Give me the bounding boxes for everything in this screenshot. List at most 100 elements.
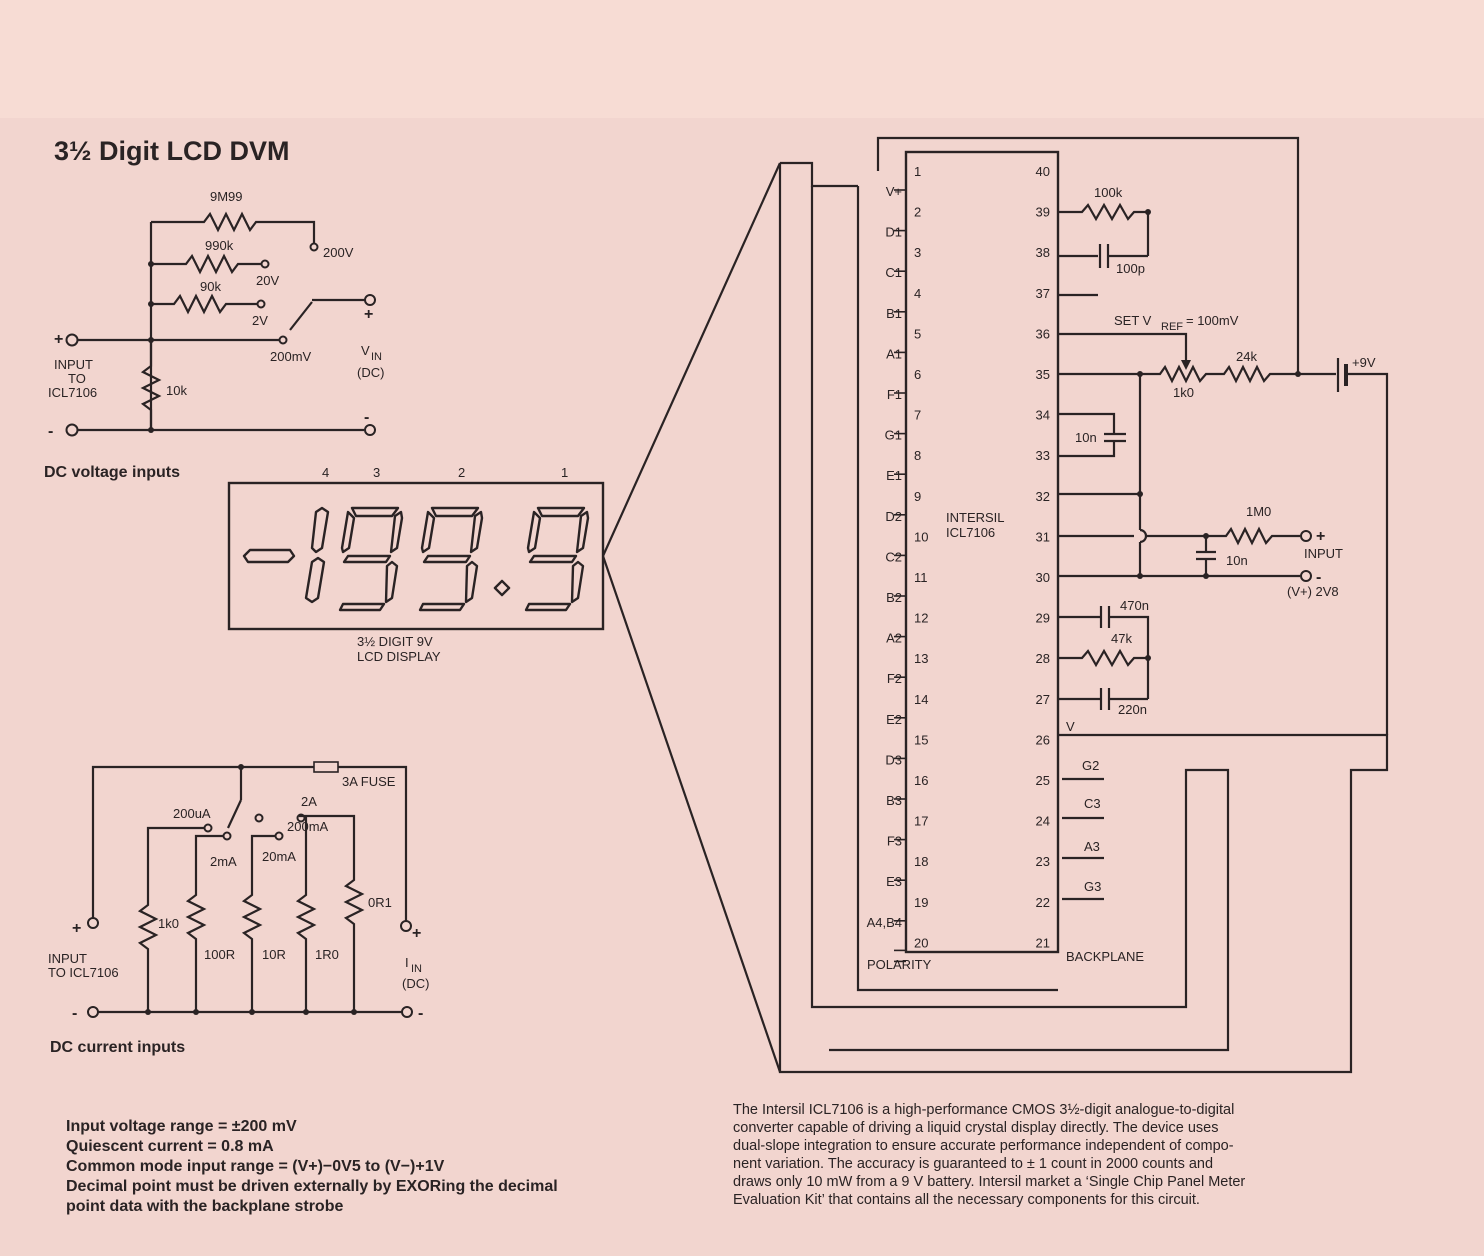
polarity-label: POLARITY	[867, 957, 932, 972]
pin-label-left: A4,B4	[867, 915, 902, 930]
pin-number-right: 26	[1036, 732, 1050, 747]
v-minus-label: V	[1066, 719, 1075, 734]
pin-number-right: 35	[1036, 367, 1050, 382]
diagram-title: 3½ Digit LCD DVM	[54, 136, 290, 166]
fuse-label: 3A FUSE	[342, 774, 396, 789]
current-input-label-2: TO ICL7106	[48, 965, 119, 980]
range-200ua-label: 200uA	[173, 806, 211, 821]
range-200v-label: 200V	[323, 245, 354, 260]
pin-number-right: 33	[1036, 448, 1050, 463]
pin-number-left: 11	[914, 570, 928, 585]
current-input-plus: +	[72, 920, 81, 937]
resistor-10k-label: 10k	[166, 383, 187, 398]
spec-line: Input voltage range = ±200 mV	[66, 1118, 297, 1135]
current-inputs-caption: DC current inputs	[50, 1039, 185, 1056]
backplane-label: BACKPLANE	[1066, 949, 1144, 964]
seg-label-g3: G3	[1084, 879, 1101, 894]
shunt-100r-label: 100R	[204, 947, 235, 962]
current-shunts: 3A FUSE 200uA 2mA 20mA 200mA 2A 1k0 100R…	[48, 761, 429, 1056]
range-20ma-label: 20mA	[262, 849, 296, 864]
r-ref-label: 24k	[1236, 349, 1257, 364]
shunt-1r0-label: 1R0	[315, 947, 339, 962]
lcd-display: 4 3 2 1	[227, 162, 782, 1073]
pin-number-left: 4	[914, 286, 921, 301]
description-line: The Intersil ICL7106 is a high-performan…	[733, 1102, 1235, 1118]
r-osc-label: 100k	[1094, 185, 1123, 200]
vin-minus-sign: -	[364, 409, 369, 426]
chip-name-line-1: INTERSIL	[946, 510, 1005, 525]
shunt-0r1-label: 0R1	[368, 895, 392, 910]
description-line: Evaluation Kit’ that contains all the ne…	[733, 1192, 1200, 1208]
pin-number-left: 10	[914, 529, 928, 544]
pin-number-right: 34	[1036, 408, 1050, 423]
seg-label-a3: A3	[1084, 839, 1100, 854]
current-input-label-1: INPUT	[48, 951, 87, 966]
pin-number-left: 5	[914, 326, 921, 341]
pin-number-left: 17	[914, 814, 928, 829]
pin-number-left: 19	[914, 895, 928, 910]
specifications: Input voltage range = ±200 mV Quiescent …	[66, 1117, 706, 1217]
vin-subscript: IN	[371, 351, 382, 363]
seg-label-c3: C3	[1084, 796, 1101, 811]
external-components: 100k 100p SET V REF = 100mV 1k0 24k +9V	[1058, 185, 1389, 735]
pin-label-left: E1	[886, 468, 902, 483]
set-vref-value: = 100mV	[1186, 313, 1239, 328]
input-plus-right: +	[1316, 528, 1325, 545]
input-label-right: INPUT	[1304, 546, 1343, 561]
iin-dc-label: (DC)	[402, 976, 429, 991]
spec-line: point data with the backplane strobe	[66, 1198, 344, 1215]
pin-number-left: 9	[914, 489, 921, 504]
pin-number-right: 37	[1036, 286, 1050, 301]
c-az-label: 470n	[1120, 598, 1149, 613]
pin-label-left: V+	[886, 184, 902, 199]
iin-plus: +	[412, 925, 421, 942]
pin-label-left: F1	[887, 387, 902, 402]
pin-label-left: G1	[885, 428, 902, 443]
shunt-10r-label: 10R	[262, 947, 286, 962]
r-in-label: 1M0	[1246, 504, 1271, 519]
pin-label-left: D1	[885, 225, 902, 240]
pot-label: 1k0	[1173, 385, 1194, 400]
pin-number-right: 31	[1036, 529, 1050, 544]
pin-number-left: 13	[914, 651, 928, 666]
description-line: converter capable of driving a liquid cr…	[733, 1120, 1219, 1136]
pin-number-left: 14	[914, 692, 928, 707]
pin-label-left: A2	[886, 631, 902, 646]
lcd-decimal-point	[493, 579, 511, 597]
iin-subscript: IN	[411, 963, 422, 975]
current-input-minus: -	[72, 1005, 77, 1022]
description-line: nent variation. The accuracy is guarante…	[733, 1156, 1214, 1172]
pin-label-left: B2	[886, 590, 902, 605]
description-line: dual-slope integration to ensure accurat…	[733, 1138, 1234, 1154]
input-minus-sign: -	[48, 423, 53, 440]
pin-number-left: 8	[914, 448, 921, 463]
description-line: draws only 10 mW from a 9 V battery. Int…	[733, 1174, 1246, 1190]
pin-number-left: 15	[914, 732, 928, 747]
voltage-inputs-caption: DC voltage inputs	[44, 464, 180, 481]
range-200ma-label: 200mA	[287, 819, 329, 834]
spec-line: Common mode input range = (V+)−0V5 to (V…	[66, 1158, 445, 1175]
iin-label: I	[405, 955, 409, 970]
pin-label-left: D3	[885, 752, 902, 767]
chip-name-line-2: ICL7106	[946, 525, 995, 540]
pin-label-left: C1	[885, 265, 902, 280]
voltage-input-label-3: ICL7106	[48, 385, 97, 400]
pin-number-right: 27	[1036, 692, 1050, 707]
pin-number-right: 23	[1036, 854, 1050, 869]
voltage-input-label-1: INPUT	[54, 357, 93, 372]
input-minus-right: -	[1316, 569, 1321, 586]
resistor-9m99-label: 9M99	[210, 189, 243, 204]
range-2v-label: 2V	[252, 313, 268, 328]
lcd-digit-9-c	[524, 506, 590, 612]
pin-number-right: 40	[1036, 164, 1050, 179]
c-int-label: 220n	[1118, 702, 1147, 717]
iin-minus: -	[418, 1005, 423, 1022]
digit-position-1: 1	[561, 465, 568, 480]
pin-label-left: E2	[886, 712, 902, 727]
r-int-label: 47k	[1111, 631, 1132, 646]
range-2ma-label: 2mA	[210, 854, 237, 869]
digit-position-3: 3	[373, 465, 380, 480]
description: The Intersil ICL7106 is a high-performan…	[733, 1101, 1353, 1209]
range-200mv-label: 200mV	[270, 349, 312, 364]
